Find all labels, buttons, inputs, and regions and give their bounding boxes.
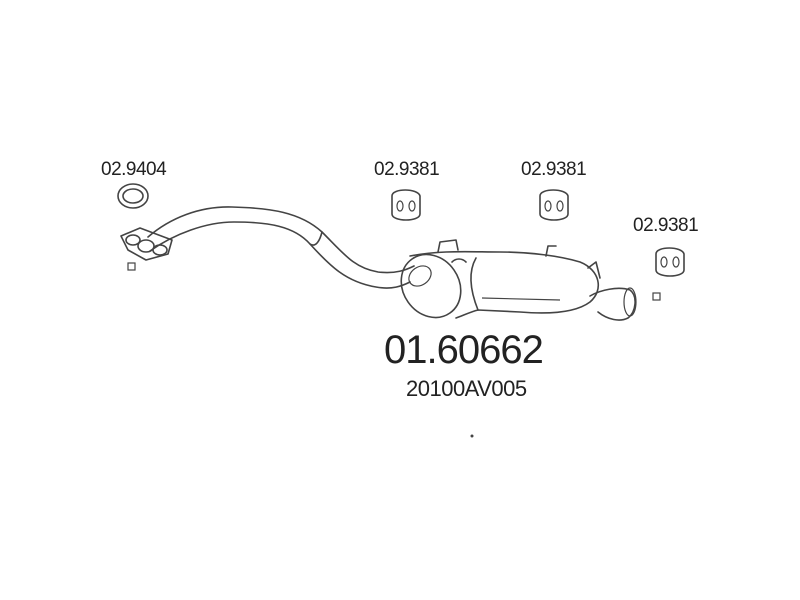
hanger-2-part-label: 02.9381 bbox=[521, 159, 587, 180]
exhaust-pipe-drawing bbox=[147, 206, 415, 289]
gasket-part-label: 02.9404 bbox=[101, 159, 167, 180]
gasket-ring-drawing bbox=[117, 183, 149, 209]
marker-square-right bbox=[652, 292, 661, 301]
hanger-1-part-label: 02.9381 bbox=[374, 159, 440, 180]
rubber-hanger-3-drawing bbox=[655, 247, 685, 277]
rubber-hanger-2-drawing bbox=[539, 189, 569, 221]
main-part-number: 01.60662 bbox=[384, 328, 544, 372]
marker-square-left bbox=[127, 262, 136, 271]
rubber-hanger-1-drawing bbox=[391, 189, 421, 221]
rear-muffler-drawing bbox=[400, 239, 637, 321]
oem-part-number: 20100AV005 bbox=[406, 376, 527, 401]
stray-dot bbox=[470, 434, 474, 438]
hanger-3-part-label: 02.9381 bbox=[633, 216, 699, 235]
front-flange-drawing bbox=[120, 227, 173, 261]
